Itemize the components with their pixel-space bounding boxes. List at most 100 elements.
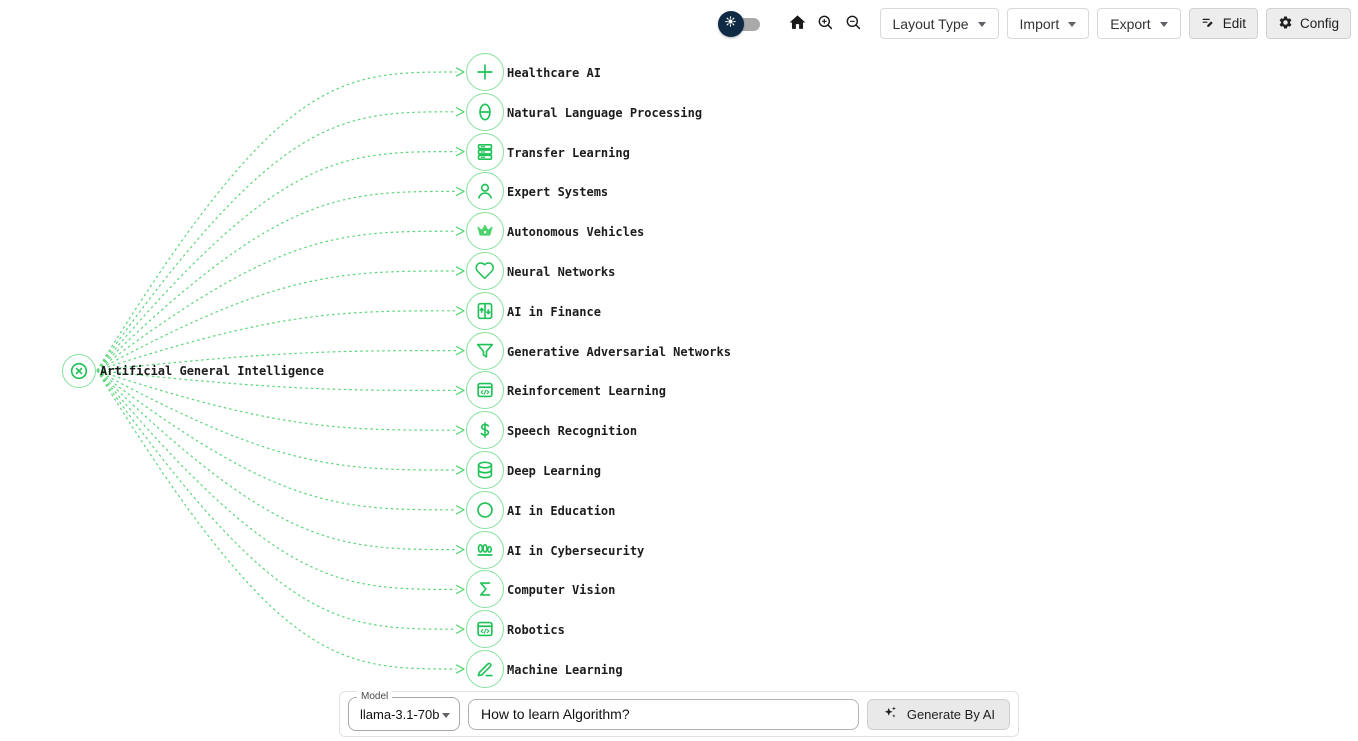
theme-toggle-switch[interactable] <box>717 10 762 38</box>
toolbar: Layout Type Import Export Edit Config <box>717 8 1351 39</box>
arrowhead-icon <box>455 505 465 515</box>
arrowhead-icon <box>455 584 465 595</box>
child-node-circle[interactable] <box>466 132 504 171</box>
export-dropdown[interactable]: Export <box>1097 8 1181 39</box>
theta-icon <box>474 101 496 123</box>
plus-icon <box>474 61 496 83</box>
arrowhead-icon <box>455 425 465 435</box>
layout-type-label: Layout Type <box>892 15 969 32</box>
elevator-arrows-icon <box>474 300 496 322</box>
child-node-label[interactable]: Deep Learning <box>507 464 601 478</box>
child-node-circle[interactable] <box>466 371 504 410</box>
arrowhead-icon <box>455 186 465 197</box>
mindmap-link <box>96 350 457 372</box>
arrowhead-icon <box>455 624 465 634</box>
mindmap-link <box>96 370 457 670</box>
chevron-down-icon <box>442 712 450 718</box>
root-node-circle[interactable] <box>62 353 96 388</box>
child-node-circle[interactable] <box>466 650 504 688</box>
child-node-label[interactable]: Autonomous Vehicles <box>507 225 645 240</box>
database-icon <box>474 459 496 481</box>
child-node-label[interactable]: Speech Recognition <box>507 424 638 439</box>
zoom-out-button[interactable] <box>842 12 866 36</box>
child-node-circle[interactable] <box>466 291 504 330</box>
edit-button[interactable]: Edit <box>1188 8 1258 39</box>
child-node-circle[interactable] <box>466 92 504 131</box>
arrowhead-icon <box>455 67 465 77</box>
child-node-label[interactable]: Generative Adversarial Networks <box>507 344 731 359</box>
arrowhead-icon <box>455 345 465 356</box>
chevron-down-icon <box>977 22 986 27</box>
mindmap-link <box>96 190 457 371</box>
child-node-circle[interactable] <box>466 610 504 649</box>
child-node-label[interactable]: Reinforcement Learning <box>507 384 666 399</box>
child-node-circle[interactable] <box>466 490 504 529</box>
mindmap-link <box>96 370 457 511</box>
child-node-label[interactable]: Machine Learning <box>507 663 623 677</box>
zoom-in-button[interactable] <box>814 12 838 36</box>
child-node-circle[interactable] <box>466 570 504 609</box>
config-button[interactable]: Config <box>1265 8 1351 39</box>
arrowhead-icon <box>455 306 465 316</box>
child-node-label[interactable]: AI in Finance <box>507 304 601 319</box>
arrowhead-icon <box>455 107 465 117</box>
export-label: Export <box>1110 15 1151 32</box>
heart-icon <box>474 260 496 282</box>
import-label: Import <box>1019 15 1060 32</box>
arrowhead-icon <box>455 146 465 157</box>
zeros-underline-icon <box>474 539 496 561</box>
switch-thumb <box>717 10 744 37</box>
layout-type-dropdown[interactable]: Layout Type <box>879 8 999 39</box>
dollar-icon <box>474 419 496 441</box>
root-node-label[interactable]: Artificial General Intelligence <box>100 364 324 378</box>
child-node-label[interactable]: AI in Cybersecurity <box>507 543 645 558</box>
arrowhead-icon <box>455 385 465 396</box>
edit-label: Edit <box>1222 16 1246 31</box>
prompt-input[interactable] <box>468 698 859 730</box>
model-select-label: Model <box>357 691 393 702</box>
view-controls <box>786 12 866 36</box>
child-node-circle[interactable] <box>466 252 504 290</box>
child-node-label[interactable]: Transfer Learning <box>507 145 630 160</box>
crown-icon <box>474 220 496 242</box>
user-icon <box>474 180 496 202</box>
home-button[interactable] <box>786 12 810 36</box>
funnel-icon <box>474 340 496 362</box>
arrowhead-icon <box>455 664 465 674</box>
sun-icon <box>723 14 738 34</box>
child-node-circle[interactable] <box>466 212 504 251</box>
chevron-down-icon <box>1068 22 1077 27</box>
code-window-icon <box>474 618 496 640</box>
circle-icon <box>474 499 496 521</box>
server-stack-icon <box>474 141 496 163</box>
model-select-value: llama-3.1-70b <box>360 706 440 722</box>
chevron-down-icon <box>1159 22 1168 27</box>
child-node-label[interactable]: Expert Systems <box>507 185 609 200</box>
child-node-circle[interactable] <box>466 172 504 211</box>
child-node-label[interactable]: AI in Education <box>507 503 616 518</box>
mindmap-link <box>96 370 457 551</box>
child-node-circle[interactable] <box>466 451 504 489</box>
child-node-circle[interactable] <box>466 53 504 91</box>
child-node-label[interactable]: Healthcare AI <box>507 66 601 80</box>
child-node-circle[interactable] <box>466 530 504 569</box>
child-node-label[interactable]: Robotics <box>507 623 565 638</box>
gear-icon <box>1278 15 1293 33</box>
child-node-circle[interactable] <box>466 331 504 370</box>
config-label: Config <box>1299 16 1339 31</box>
x-circle-icon <box>68 360 90 382</box>
child-node-label[interactable]: Neural Networks <box>507 265 616 279</box>
import-dropdown[interactable]: Import <box>1006 8 1090 39</box>
child-node-circle[interactable] <box>466 411 504 450</box>
sparkles-icon <box>882 704 899 724</box>
mindmap-link <box>96 370 457 590</box>
model-select[interactable]: Model llama-3.1-70b <box>348 691 460 731</box>
child-node-label[interactable]: Computer Vision <box>507 583 616 598</box>
arrowhead-icon <box>455 226 465 236</box>
generate-by-ai-label: Generate By AI <box>906 706 995 722</box>
child-node-label[interactable]: Natural Language Processing <box>507 105 703 120</box>
generate-by-ai-button[interactable]: Generate By AI <box>866 698 1010 730</box>
mindmap-link <box>96 151 457 371</box>
mindmap-link <box>96 230 457 371</box>
